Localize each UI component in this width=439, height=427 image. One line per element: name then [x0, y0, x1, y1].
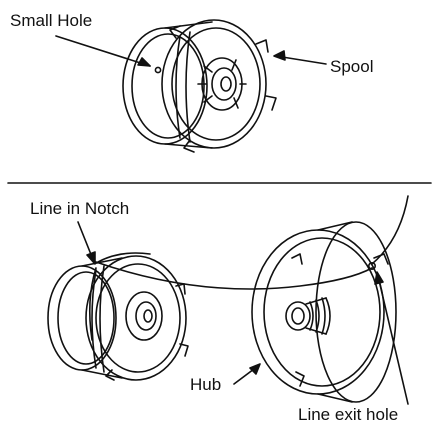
small-hole-label: Small Hole: [10, 11, 93, 30]
spool-drawing: [122, 19, 277, 153]
hub-arrow: [233, 363, 261, 385]
line-exit-hole-icon: [367, 261, 376, 270]
spool-with-line-drawing: [47, 252, 189, 381]
line-in-notch-arrow: [77, 221, 96, 265]
line-exit-hole-label: Line exit hole: [298, 405, 399, 424]
hub-label: Hub: [190, 375, 222, 394]
trimmer-line-out: [371, 195, 409, 265]
small-hole-icon: [154, 66, 162, 74]
small-hole-arrow: [55, 35, 151, 67]
spool-label: Spool: [330, 57, 374, 76]
spool-arrow: [273, 50, 327, 65]
hub-drawing: [251, 221, 397, 403]
line-in-notch-label: Line in Notch: [30, 199, 130, 218]
trimmer-line: [95, 261, 373, 290]
line-exit-hole-arrow: [374, 271, 409, 405]
